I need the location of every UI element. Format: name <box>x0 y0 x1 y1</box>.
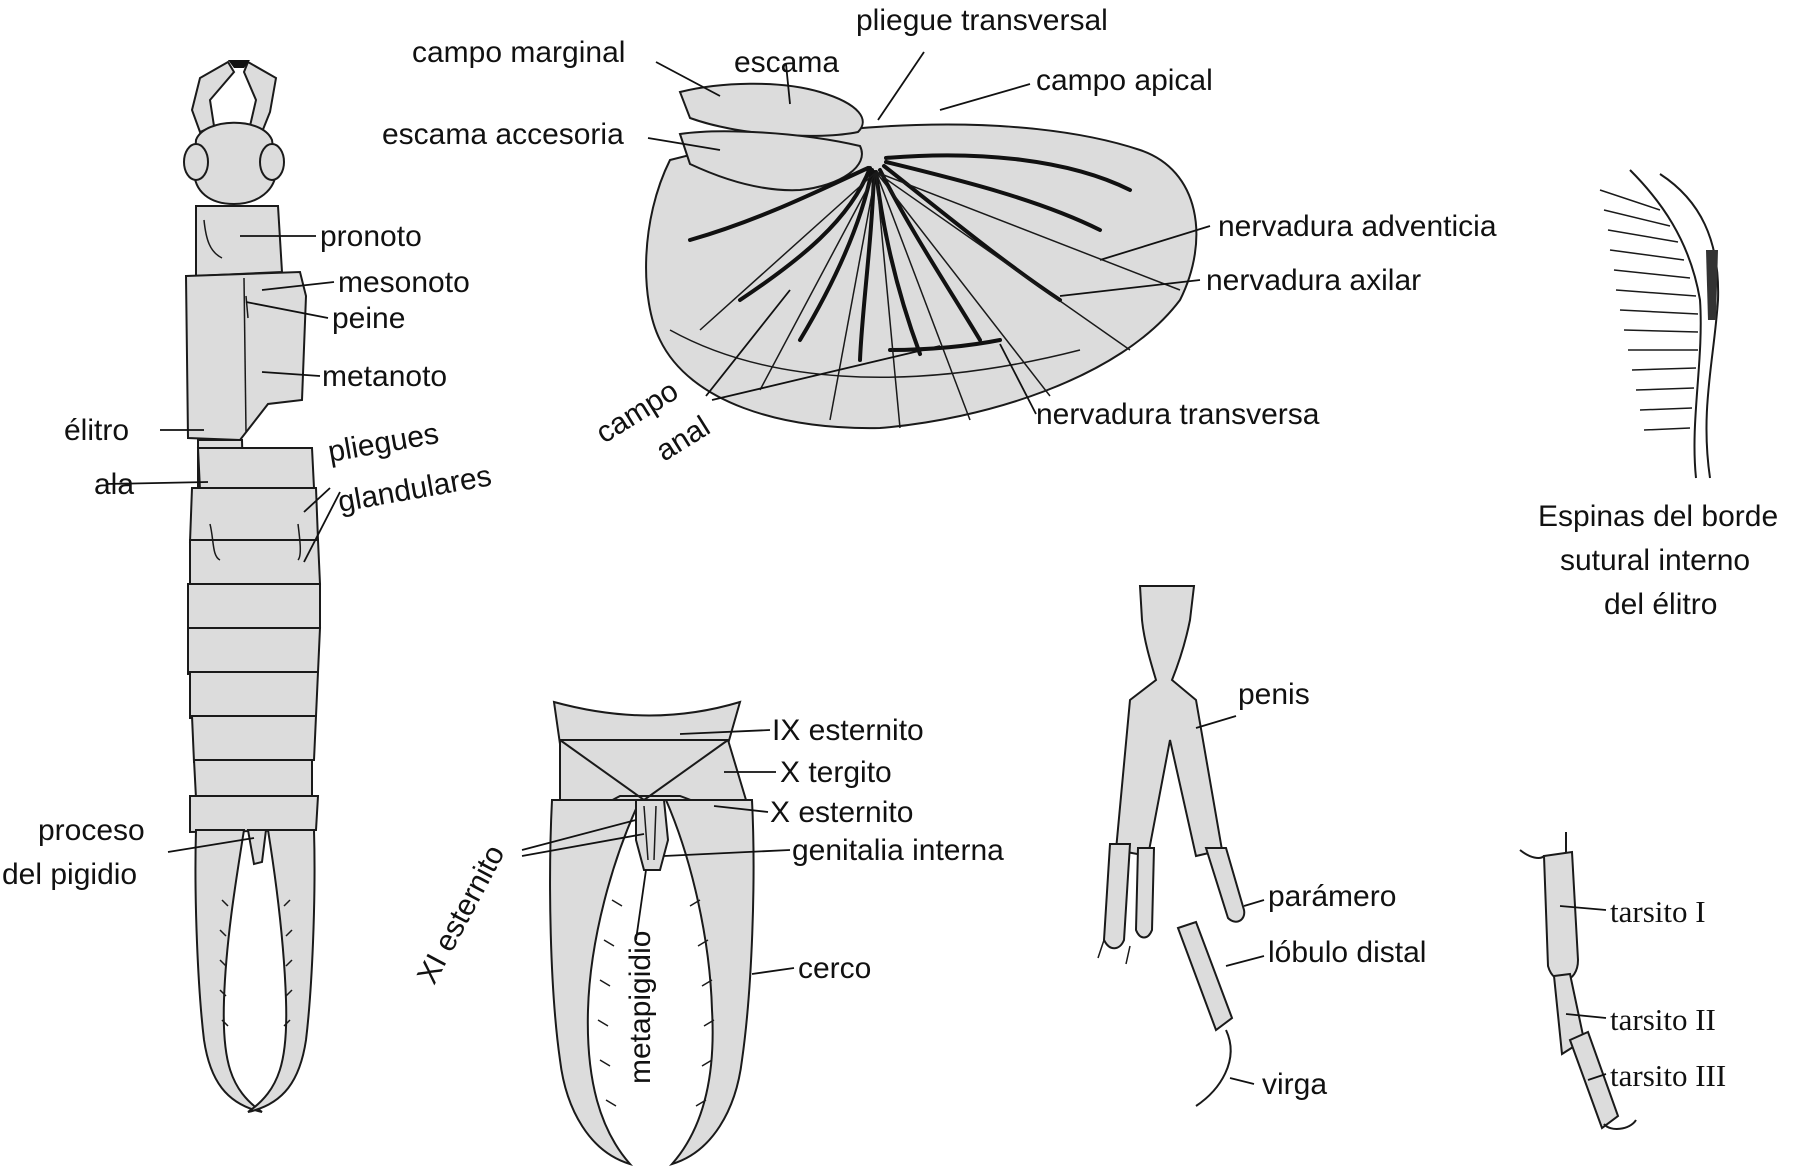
label-glandulares: glandulares <box>335 459 493 518</box>
label-tarsito-2: tarsito II <box>1610 1002 1716 1037</box>
antenna-left <box>192 62 234 132</box>
label-espinas-2: sutural interno <box>1560 544 1750 577</box>
label-metapigidio: metapigidio <box>624 931 657 1084</box>
ix-sternite <box>554 702 740 744</box>
label-lobulo-distal: lóbulo distal <box>1268 936 1426 969</box>
label-nervadura-axilar: nervadura axilar <box>1206 264 1421 297</box>
label-nervadura-adventicia: nervadura adventicia <box>1218 210 1497 243</box>
label-del-pigidio: del pigidio <box>2 858 137 891</box>
label-x-tergito: X tergito <box>780 756 892 789</box>
label-pliegues: pliegues <box>325 417 441 469</box>
label-pliegue-transversal: pliegue transversal <box>856 4 1108 37</box>
label-ala: ala <box>94 468 134 501</box>
x-tergite <box>560 740 746 800</box>
label-elitro: élitro <box>64 414 129 447</box>
forceps-left <box>195 830 262 1112</box>
label-espinas-3: del élitro <box>1604 588 1717 621</box>
label-genitalia-interna: genitalia interna <box>792 834 1004 867</box>
forceps-right <box>248 830 315 1112</box>
label-ix-esternito: IX esternito <box>772 714 924 747</box>
label-paramero: parámero <box>1268 880 1396 913</box>
tarsomere-1 <box>1544 852 1578 980</box>
penis-shape <box>1116 586 1222 856</box>
label-nervadura-transversa: nervadura transversa <box>1036 398 1320 431</box>
elytra-spines-illustration <box>1600 170 1718 478</box>
distal-lobe <box>1178 922 1232 1030</box>
label-mesonoto: mesonoto <box>338 266 470 299</box>
label-peine: peine <box>332 302 405 335</box>
virga-shape <box>1196 1030 1231 1106</box>
last-abdominal-segment <box>190 796 318 832</box>
label-campo-marginal: campo marginal <box>412 36 625 69</box>
male-genitalia-illustration <box>1098 586 1244 1106</box>
label-anal: anal <box>650 410 716 468</box>
label-penis: penis <box>1238 678 1310 711</box>
label-xi-esternito: XI esternito <box>411 840 511 989</box>
label-x-esternito: X esternito <box>770 796 913 829</box>
paramere-left <box>1104 844 1130 948</box>
label-tarsito-3: tarsito III <box>1610 1058 1726 1093</box>
pygidium-process-shape <box>248 830 266 864</box>
whole-body-illustration <box>184 60 320 1112</box>
pronotum-shape <box>196 206 282 276</box>
label-tarsito-1: tarsito I <box>1610 894 1706 929</box>
antenna-right <box>244 62 276 132</box>
label-pronoto: pronoto <box>320 220 422 253</box>
label-escama-accesoria: escama accesoria <box>382 118 624 151</box>
wing-scale <box>680 84 863 136</box>
label-cerco: cerco <box>798 952 871 985</box>
label-proceso: proceso <box>38 814 145 847</box>
label-escama: escama <box>734 46 839 79</box>
label-espinas-1: Espinas del borde <box>1538 500 1778 533</box>
label-campo-apical: campo apical <box>1036 64 1213 97</box>
label-virga: virga <box>1262 1068 1327 1101</box>
paramere-right <box>1206 848 1244 922</box>
label-metanoto: metanoto <box>322 360 447 393</box>
